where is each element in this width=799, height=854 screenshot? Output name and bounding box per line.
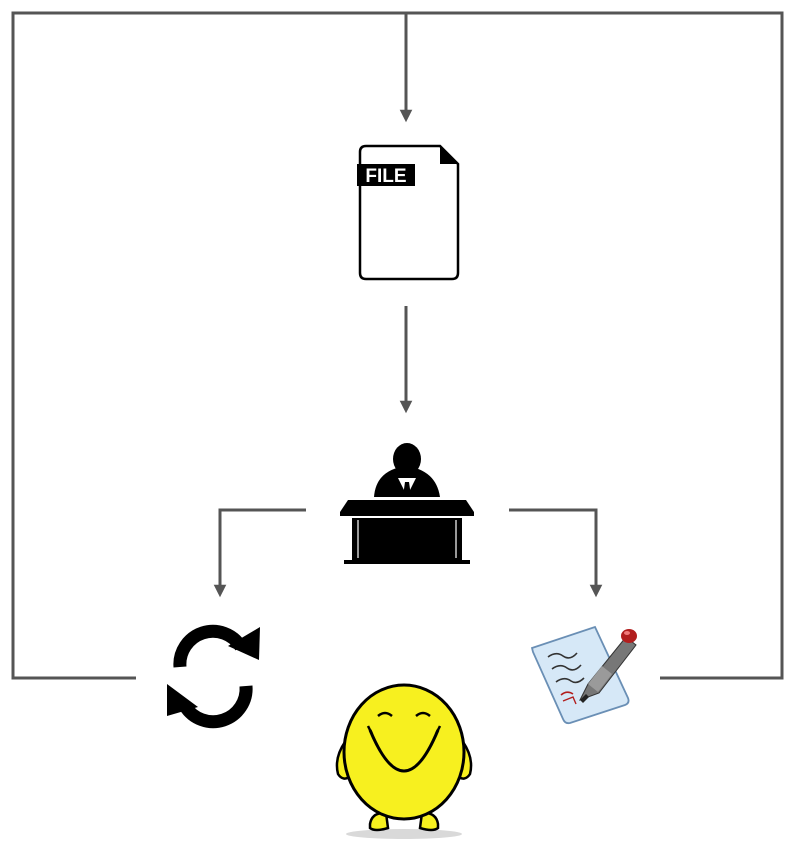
arrow-reviewer-to-revise bbox=[213, 508, 306, 598]
file-label-background bbox=[357, 164, 415, 186]
document-signing-icon bbox=[530, 625, 637, 725]
loop-connector-left bbox=[11, 11, 406, 680]
file-icon: FILE bbox=[357, 144, 460, 281]
refresh-icon bbox=[167, 624, 260, 729]
file-label: FILE bbox=[365, 166, 406, 187]
smiling-yellow-character-icon bbox=[335, 683, 473, 839]
arrow-reviewer-to-approve bbox=[509, 508, 603, 598]
loop-connector-right bbox=[406, 11, 784, 680]
person-at-desk-icon bbox=[340, 443, 474, 564]
